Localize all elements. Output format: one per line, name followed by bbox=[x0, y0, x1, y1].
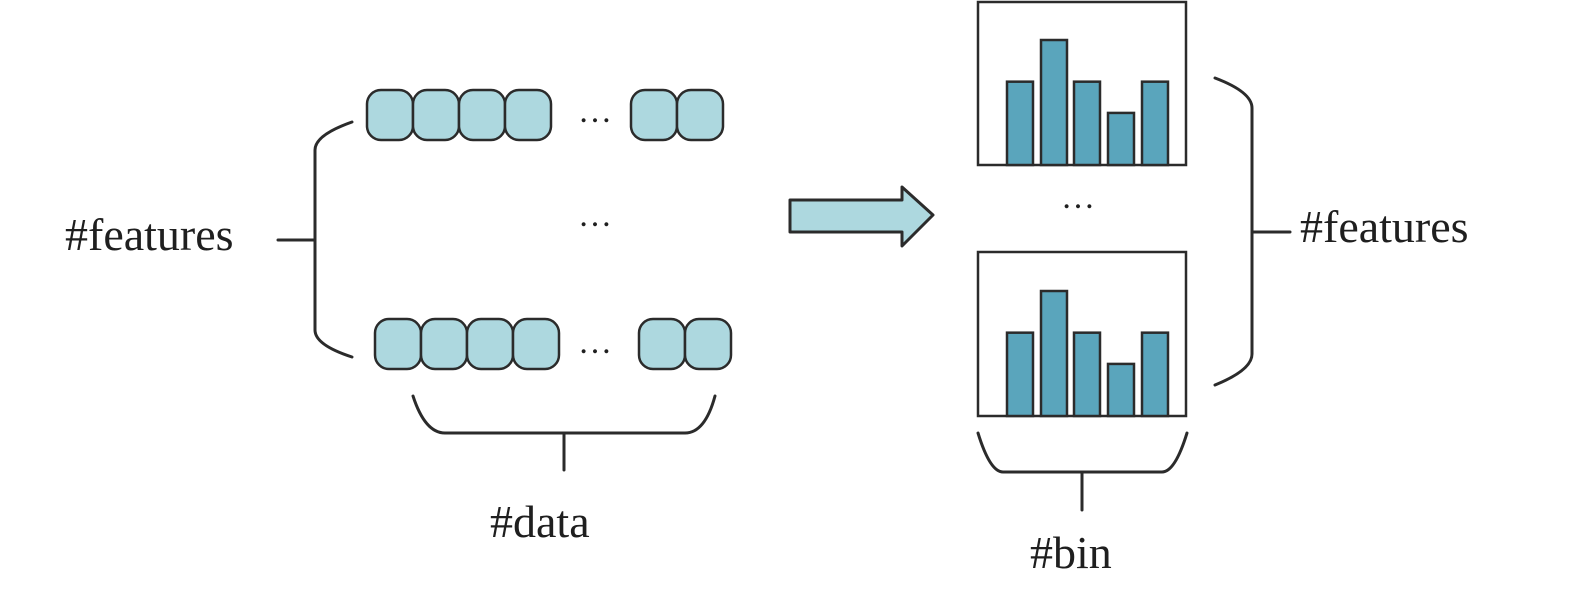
data-cell bbox=[373, 317, 423, 371]
features-right-label: #features bbox=[1300, 201, 1469, 252]
data-cell bbox=[465, 317, 515, 371]
histogram-bar bbox=[1072, 331, 1102, 418]
histogram-bar bbox=[1005, 80, 1035, 167]
data-brace bbox=[411, 394, 717, 435]
right-arrow-icon bbox=[788, 185, 935, 248]
row-ellipsis: … bbox=[578, 324, 612, 361]
data-cell bbox=[637, 317, 687, 371]
row-ellipsis: … bbox=[578, 93, 612, 130]
histogram-bar bbox=[1140, 331, 1170, 418]
data-cell bbox=[411, 88, 461, 142]
data-cell bbox=[683, 317, 733, 371]
data-cell bbox=[511, 317, 561, 371]
bin-label: #bin bbox=[1030, 527, 1112, 578]
histogram-bar bbox=[1039, 38, 1069, 167]
histogram-bottom bbox=[976, 250, 1188, 418]
data-cell bbox=[675, 88, 725, 142]
histogram-top bbox=[976, 0, 1188, 167]
histogram-bar bbox=[1106, 111, 1136, 167]
histogram-bar bbox=[1140, 80, 1170, 167]
histograms-ellipsis: … bbox=[1061, 179, 1095, 216]
bin-brace bbox=[976, 431, 1189, 474]
histogram-bar bbox=[1106, 362, 1136, 418]
data-cell bbox=[629, 88, 679, 142]
data-row-top: … bbox=[365, 88, 725, 142]
features-left-brace bbox=[313, 120, 354, 359]
data-cell bbox=[457, 88, 507, 142]
features-left-label: #features bbox=[65, 209, 234, 260]
data-cell bbox=[419, 317, 469, 371]
data-cell bbox=[365, 88, 415, 142]
histogram-bar bbox=[1039, 289, 1069, 418]
data-cell bbox=[503, 88, 553, 142]
data-row-bottom: … bbox=[373, 317, 733, 371]
histogram-bar bbox=[1005, 331, 1035, 418]
features-right-brace bbox=[1213, 76, 1254, 387]
data-label: #data bbox=[490, 496, 590, 547]
histogram-bar bbox=[1072, 80, 1102, 167]
rows-ellipsis: … bbox=[578, 197, 612, 234]
